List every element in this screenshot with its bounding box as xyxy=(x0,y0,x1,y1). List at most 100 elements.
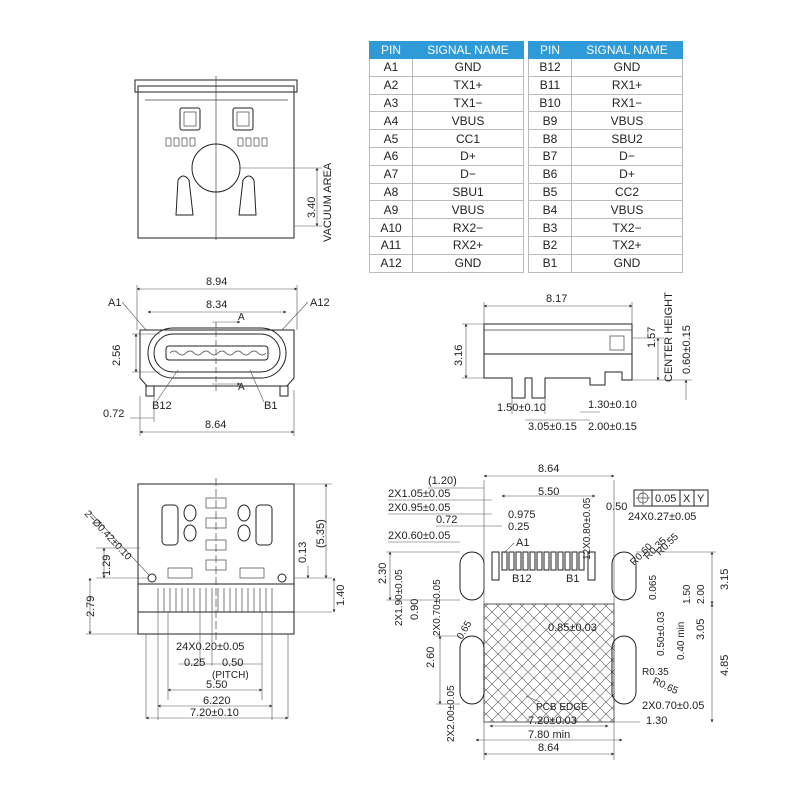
pin-header: PIN xyxy=(369,41,413,59)
pin-cell: A12 xyxy=(369,253,413,273)
pin-cell: B6 xyxy=(528,164,572,184)
fp-d040: 0.40 min xyxy=(676,622,687,660)
fp-d065: 0.65 xyxy=(455,619,474,642)
bottom-h279: 2.79 xyxy=(85,596,97,617)
bottom-w6220: 6.220 xyxy=(203,695,231,707)
pin-cell: B8 xyxy=(528,129,572,148)
pin-cell: B9 xyxy=(528,111,572,131)
fp-d24x027: 24X0.27±0.05 xyxy=(628,511,696,523)
tolerance-frame: 0.05 X Y xyxy=(633,489,709,507)
fp-d485: 4.85 xyxy=(719,655,731,676)
tol-x: X xyxy=(683,493,691,505)
fp-w720: 7.20±0.03 xyxy=(528,715,577,727)
signal-cell: VBUS xyxy=(571,111,683,131)
side-length: 8.17 xyxy=(546,293,567,305)
center-height-dim: 1.57 xyxy=(646,327,658,348)
fp-label-b1: B1 xyxy=(566,573,579,585)
fp-d072: 0.72 xyxy=(436,514,457,526)
fp-d305: 3.05 xyxy=(695,619,707,640)
side-height: 3.16 xyxy=(453,345,465,366)
side-view: 8.17 3.16 1.57 CENTER HEIGHT 0.60±0.15 1… xyxy=(453,292,693,433)
signal-cell: VBUS xyxy=(412,111,524,131)
pin-cell: A6 xyxy=(369,146,413,166)
fp-d050: 0.50 xyxy=(606,501,627,513)
bottom-h140: 1.40 xyxy=(335,585,347,606)
bottom-w550: 5.50 xyxy=(206,679,227,691)
pin-cell: B10 xyxy=(528,93,572,113)
top-view: 3.40 VACUUM AREA xyxy=(134,76,334,242)
pin-cell: B2 xyxy=(528,235,572,255)
section-a-top: A xyxy=(238,312,245,323)
fp-d090: 0.90 xyxy=(409,599,421,620)
pin-cell: B11 xyxy=(528,75,572,95)
fp-d105: 2X1.05±0.05 xyxy=(388,488,450,500)
fp-label-a1: A1 xyxy=(516,537,529,549)
pin-cell: A7 xyxy=(369,164,413,184)
width-894: 8.94 xyxy=(206,276,227,288)
pin-cell: B7 xyxy=(528,146,572,166)
signal-cell: D+ xyxy=(412,146,524,166)
width-834: 8.34 xyxy=(206,299,227,311)
pin-cell: B12 xyxy=(528,58,572,77)
fp-d025: 0.25 xyxy=(508,521,529,533)
label-b1: B1 xyxy=(264,400,277,412)
fp-w864-top: 8.64 xyxy=(538,463,559,475)
pin-cell: B5 xyxy=(528,182,572,202)
pin-cell: A1 xyxy=(369,58,413,77)
signal-cell: D− xyxy=(412,164,524,184)
fp-d130: 1.30 xyxy=(646,715,667,727)
bottom-pins: 24X0.20±0.05 xyxy=(176,641,244,653)
side-d2: 1.30±0.10 xyxy=(588,399,637,411)
front-view: 8.94 8.34 A1 A12 A A 2.56 B12 B1 0.72 8.… xyxy=(103,276,330,436)
signal-cell: RX1− xyxy=(571,93,683,113)
fp-d230: 2.30 xyxy=(377,563,389,584)
bottom-h013: 0.13 xyxy=(297,542,309,563)
vacuum-dim: 3.40 xyxy=(306,197,318,218)
signal-header: SIGNAL NAME xyxy=(412,41,524,59)
label-a12: A12 xyxy=(310,297,330,309)
height-256: 2.56 xyxy=(111,345,123,366)
pin-cell: A8 xyxy=(369,182,413,202)
signal-cell: GND xyxy=(571,253,683,273)
signal-cell: VBUS xyxy=(571,200,683,220)
signal-cell: TX2− xyxy=(571,218,683,237)
fp-r035b: R0.35 xyxy=(642,667,669,678)
fp-pcb-edge: PCB EDGE xyxy=(536,702,588,713)
pin-cell: A2 xyxy=(369,75,413,95)
fp-w780: 7.80 min xyxy=(528,729,570,741)
section-a-bottom: A xyxy=(238,382,245,393)
vacuum-area-label: VACUUM AREA xyxy=(322,162,334,242)
fp-d0065: 0.065 xyxy=(648,575,659,600)
signal-cell: D− xyxy=(571,146,683,166)
signal-cell: RX1+ xyxy=(571,75,683,95)
fp-d060: 2X0.60±0.05 xyxy=(388,530,450,542)
fp-d120: (1.20) xyxy=(428,475,457,487)
signal-cell: VBUS xyxy=(412,200,524,220)
pin-cell: B3 xyxy=(528,218,572,237)
signal-cell: GND xyxy=(412,253,524,273)
fp-d260: 2.60 xyxy=(425,647,437,668)
signal-cell: SBU1 xyxy=(412,182,524,202)
label-a1: A1 xyxy=(108,297,121,309)
bottom-h129: 1.29 xyxy=(101,555,113,576)
fp-w864-bot: 8.64 xyxy=(538,742,559,754)
pin-cell: B4 xyxy=(528,200,572,220)
fp-d150: 1.50 xyxy=(682,584,693,604)
pin-cell: A4 xyxy=(369,111,413,131)
signal-cell: RX2− xyxy=(412,218,524,237)
fp-d190: 2X1.90±0.05 xyxy=(394,569,405,626)
fp-r065: R0.65 xyxy=(651,676,680,697)
